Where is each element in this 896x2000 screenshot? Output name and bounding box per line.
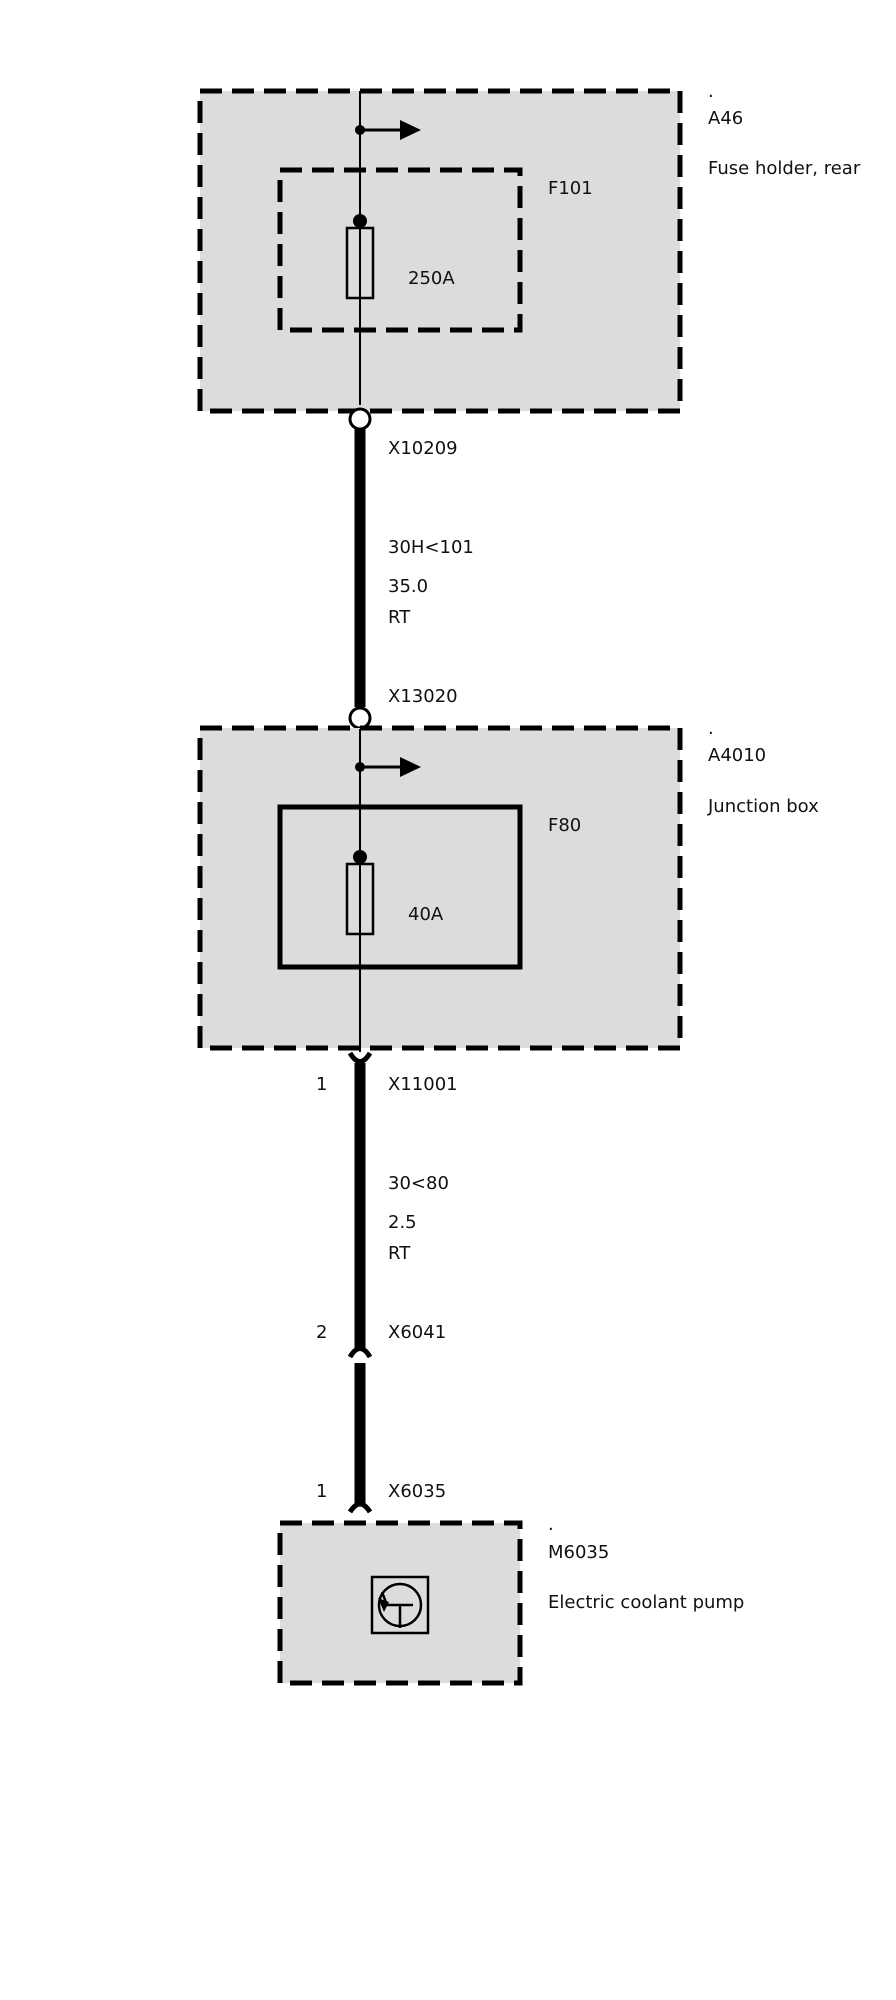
a46-continuation-arrow-icon — [355, 120, 421, 140]
wire1-color-label: RT — [388, 607, 411, 628]
f80-id-label: F80 — [548, 815, 581, 836]
f101-id-label: F101 — [548, 178, 593, 199]
f80-fuse-symbol-icon — [345, 850, 375, 936]
a46-component-box — [197, 88, 683, 414]
x6041-pin-number: 2 — [316, 1322, 327, 1343]
wire2-gauge-label: 2.5 — [388, 1212, 417, 1233]
x10209-label: X10209 — [388, 438, 458, 459]
x6041-socket-icon — [347, 1346, 373, 1359]
f101-fuse-symbol-icon — [345, 214, 375, 300]
x11001-pin-number: 1 — [316, 1074, 327, 1095]
f80-rating: 40A — [408, 904, 444, 925]
x6035-label: X6035 — [388, 1481, 446, 1502]
wire2-circuit-label: 30<80 — [388, 1173, 449, 1194]
wire1-circuit-label: 30H<101 — [388, 537, 474, 558]
x11001-label: X11001 — [388, 1074, 458, 1095]
a4010-id-label: A4010 — [708, 745, 766, 766]
a46-id-label: A46 — [708, 108, 743, 129]
motor-icon — [370, 1575, 430, 1635]
m6035-dot: . — [548, 1514, 554, 1535]
a4010-continuation-arrow-icon — [355, 757, 421, 777]
x6035-plug-icon — [347, 1501, 373, 1514]
x6035-pin-number: 1 — [316, 1481, 327, 1502]
m6035-component-box — [277, 1520, 523, 1686]
m6035-id-label: M6035 — [548, 1542, 609, 1563]
x6041-label: X6041 — [388, 1322, 446, 1343]
a46-dot: . — [708, 81, 714, 102]
f80-fuse-box — [277, 804, 523, 970]
x11001-plug-icon — [347, 1051, 373, 1064]
f101-rating: 250A — [408, 268, 455, 289]
a46-description: Fuse holder, rear — [708, 158, 861, 179]
a4010-component-box — [197, 725, 683, 1051]
m6035-description: Electric coolant pump — [548, 1592, 744, 1613]
x10209-connector-icon — [348, 407, 372, 431]
x13020-connector-icon — [348, 706, 372, 730]
f101-fuse-box — [277, 167, 523, 333]
a4010-dot: . — [708, 718, 714, 739]
wire1-gauge-label: 35.0 — [388, 576, 428, 597]
a4010-description: Junction box — [707, 796, 819, 817]
wire2-color-label: RT — [388, 1243, 411, 1264]
x13020-label: X13020 — [388, 686, 458, 707]
